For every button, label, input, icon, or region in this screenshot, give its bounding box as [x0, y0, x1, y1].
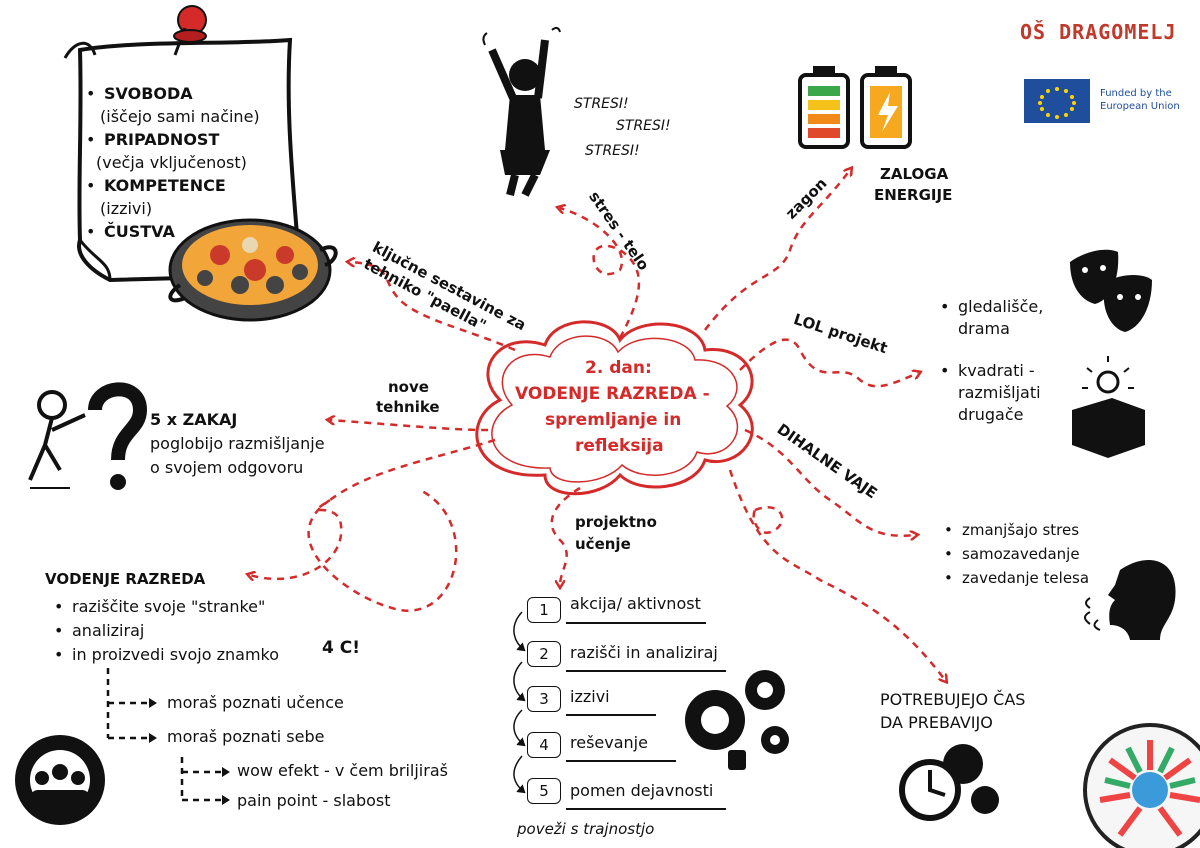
step-text: pomen dejavnosti — [570, 781, 714, 800]
school-logo: OŠ DRAGOMELJ — [1020, 20, 1177, 44]
step-number: 2 — [527, 641, 561, 667]
idea-box-icon — [1072, 356, 1145, 458]
step-number: 3 — [527, 686, 561, 712]
step-text: izzivi — [570, 687, 610, 706]
classroom-sub-2: moraš poznati sebe — [167, 727, 325, 746]
project-branch-label-2: učenje — [575, 535, 631, 553]
classroom-sub-1: moraš poznati učence — [167, 693, 344, 712]
classroom-sub-2a: wow efekt - v čem briljiraš — [237, 761, 448, 780]
newtech-title: 5 x ZAKAJ — [150, 410, 238, 429]
eu-flag-icon — [1024, 79, 1090, 123]
project-footer: poveži s trajnostjo — [517, 820, 655, 838]
clock-gears-icon — [899, 744, 999, 821]
digest-line-2: DA PREBAVIJO — [880, 713, 993, 732]
breathing-item: zmanjšajo stres — [940, 518, 1089, 542]
step-underline — [566, 760, 676, 762]
branch-project — [550, 486, 581, 585]
center-title-4: refleksija — [575, 436, 664, 456]
newtech-branch-label-2: tehnike — [376, 398, 440, 416]
classroom-item: raziščite svoje "stranke" — [50, 595, 279, 619]
step-connectors — [513, 611, 526, 794]
breathing-list: zmanjšajo stres samozavedanje zavedanje … — [940, 518, 1089, 590]
step-underline — [566, 714, 656, 716]
step-underline — [566, 670, 726, 672]
classroom-tree — [106, 668, 230, 805]
classroom-item: analiziraj — [50, 619, 279, 643]
branch-paella — [350, 262, 516, 352]
four-c-label: 4 C! — [322, 638, 360, 658]
center-title-2: VODENJE RAZREDA - — [515, 384, 710, 404]
step-number: 1 — [527, 597, 561, 623]
paella-desc: (iščejo sami načine) — [100, 107, 260, 126]
step-underline — [566, 622, 706, 624]
question-man-icon — [28, 382, 148, 490]
charging-battery-icon — [860, 66, 912, 149]
energy-title-1: ZALOGA — [880, 165, 949, 183]
branch-classroom — [250, 438, 496, 579]
paella-list: SVOBODA (iščejo sami načine) PRIPADNOST … — [82, 82, 260, 243]
paella-item: SVOBODA — [82, 82, 260, 105]
step-text: akcija/ aktivnost — [570, 594, 701, 613]
classroom-item: in proizvedi svojo znamko — [50, 643, 279, 667]
eu-text-2: European Union — [1100, 101, 1180, 112]
battery-icon — [798, 66, 850, 149]
circle-hands-logo — [1083, 723, 1200, 848]
paella-item: KOMPETENCE — [82, 174, 260, 197]
paella-desc: (izzivi) — [100, 199, 153, 218]
breathing-item: samozavedanje — [940, 542, 1089, 566]
breathing-head-icon — [1084, 560, 1176, 640]
branches — [250, 170, 945, 680]
branch-newtech — [330, 420, 489, 432]
branch-energy — [704, 170, 850, 331]
stress-word-2: STRESI! — [616, 118, 671, 134]
newtech-line-1: poglobijo razmišljanje — [150, 434, 325, 453]
lol-item: gledališče, drama — [936, 296, 1058, 340]
lol-item: kvadrati - razmišljati drugače — [936, 360, 1078, 426]
project-branch-label-1: projektno — [575, 513, 657, 531]
branch-stress — [560, 208, 641, 339]
pin-icon — [173, 5, 207, 56]
step-number: 4 — [527, 732, 561, 758]
lol-list: gledališče, drama kvadrati - razmišljati… — [936, 296, 1056, 426]
team-gear-icon — [15, 735, 105, 825]
paella-item: ČUSTVA — [82, 220, 260, 243]
digest-line-1: POTREBUJEJO ČAS — [880, 690, 1026, 709]
newtech-line-2: o svojem odgovoru — [150, 458, 304, 477]
newtech-branch-label-1: nove — [388, 378, 429, 396]
breathing-item: zavedanje telesa — [940, 566, 1089, 590]
center-cloud — [475, 320, 754, 496]
stress-word-3: STRESI! — [585, 143, 640, 159]
step-text: reševanje — [570, 733, 648, 752]
step-underline — [566, 808, 726, 810]
stress-word-1: STRESI! — [574, 96, 629, 112]
classroom-list: raziščite svoje "stranke" analiziraj in … — [50, 595, 279, 667]
energy-title-2: ENERGIJE — [874, 186, 953, 204]
theatre-masks-icon — [1070, 249, 1152, 332]
gear-bulb-icon — [685, 670, 789, 770]
center-title-3: spremljanje in — [545, 410, 682, 430]
classroom-title: VODENJE RAZREDA — [45, 570, 206, 588]
stressed-person-icon — [482, 26, 561, 197]
step-text: razišči in analiziraj — [570, 643, 718, 662]
step-number: 5 — [527, 778, 561, 804]
classroom-sub-2b: pain point - slabost — [237, 791, 391, 810]
center-title-1: 2. dan: — [585, 358, 652, 378]
eu-text-1: Funded by the — [1100, 88, 1172, 99]
paella-item: PRIPADNOST — [82, 128, 260, 151]
branch-breathing — [744, 428, 915, 536]
paella-desc: (večja vključenost) — [96, 153, 247, 172]
branch-digest — [728, 469, 945, 680]
branch-lol — [739, 338, 918, 388]
